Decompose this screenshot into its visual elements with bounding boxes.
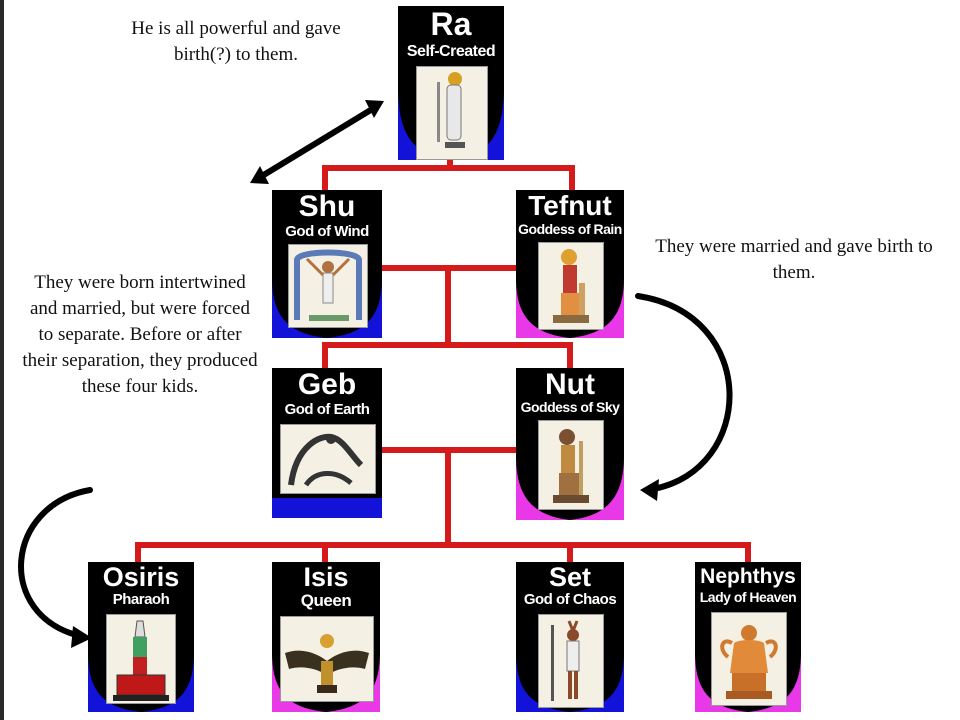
- isis-title: Queen: [300, 591, 352, 610]
- ra-to-children-connector: [322, 157, 575, 193]
- geb-nut-connector: [322, 342, 573, 371]
- tefnut-note: They were married and gave birth to them…: [655, 236, 933, 283]
- shu-accent-shield: [272, 278, 382, 338]
- nut-name: Nut: [545, 368, 595, 401]
- nut-portrait: [538, 420, 604, 510]
- osiris-portrait: [106, 614, 176, 704]
- nephthys-title: Lady of Heaven: [699, 589, 797, 605]
- geb-nut-marriage-connector: [379, 447, 519, 548]
- isis-name: Isis: [303, 562, 349, 592]
- tefnut-card: Tefnut Goddess of Rain: [516, 190, 624, 338]
- arrowhead-nut: [640, 479, 659, 501]
- geb-card: Geb God of Earth: [272, 368, 382, 518]
- isis-accent-shield: [272, 652, 380, 712]
- tefnut-figure-icon: [553, 249, 589, 323]
- tefnut-title: Goddess of Rain: [518, 221, 622, 237]
- arrowhead-ra: [365, 100, 384, 118]
- nut-accent-shield: [516, 456, 624, 520]
- shu-portrait: [288, 244, 368, 328]
- set-portrait: [538, 614, 604, 708]
- isis-portrait: [280, 616, 374, 702]
- set-figure-icon: [551, 620, 580, 701]
- ra-title: Self-Created: [406, 43, 496, 60]
- geb-accent-band: [272, 498, 382, 518]
- ra-double-arrow: [259, 105, 377, 179]
- ra-card: Ra Self-Created: [398, 6, 504, 160]
- tefnut-name: Tefnut: [528, 190, 612, 221]
- nephthys-name: Nephthys: [700, 565, 796, 588]
- osiris-card: Osiris Pharaoh: [88, 562, 194, 712]
- shu-figure-icon: [294, 249, 362, 321]
- isis-figure-icon: [285, 634, 369, 693]
- set-card: Set God of Chaos: [516, 562, 624, 712]
- set-title: God of Chaos: [523, 591, 617, 608]
- slide-edge: [0, 0, 4, 720]
- shu-tefnut-note: They were born intertwined and married, …: [22, 272, 258, 397]
- nephthys-accent-shield: [695, 652, 801, 712]
- geb-figure-icon: [288, 433, 364, 487]
- isis-card: Isis Queen: [272, 562, 380, 712]
- tefnut-accent-shield: [516, 278, 624, 338]
- kids-curved-arrow: [18, 487, 93, 639]
- children-connector: [135, 542, 751, 568]
- nut-card: Nut Goddess of Sky: [516, 368, 624, 520]
- ra-accent-shield: [398, 86, 504, 160]
- osiris-title: Pharaoh: [112, 591, 170, 608]
- arrowhead-osiris: [71, 626, 92, 648]
- nephthys-figure-icon: [720, 625, 778, 699]
- nut-figure-icon: [553, 429, 589, 503]
- set-name: Set: [548, 562, 592, 592]
- geb-portrait: [280, 424, 376, 494]
- ra-figure-icon: [437, 72, 465, 148]
- geb-title: God of Earth: [284, 401, 370, 418]
- nephthys-card: Nephthys Lady of Heaven: [695, 562, 801, 712]
- geb-name: Geb: [297, 368, 357, 401]
- osiris-name: Osiris: [102, 562, 180, 592]
- tefnut-portrait: [538, 242, 604, 330]
- osiris-figure-icon: [113, 620, 169, 701]
- osiris-accent-shield: [88, 652, 194, 712]
- shu-name: Shu: [298, 190, 356, 223]
- nephthys-portrait: [711, 612, 787, 706]
- ra-note: He is all powerful and gave birth(?) to …: [131, 18, 341, 65]
- ra-portrait: [416, 66, 488, 160]
- ra-name: Ra: [430, 6, 472, 42]
- nut-title: Goddess of Sky: [520, 399, 620, 415]
- set-accent-shield: [516, 652, 624, 712]
- tefnut-nut-curved-arrow: [635, 293, 733, 492]
- shu-title: God of Wind: [285, 223, 369, 240]
- shu-card: Shu God of Wind: [272, 190, 382, 338]
- shu-tefnut-marriage-connector: [379, 265, 519, 348]
- arrowhead-shu: [250, 166, 269, 184]
